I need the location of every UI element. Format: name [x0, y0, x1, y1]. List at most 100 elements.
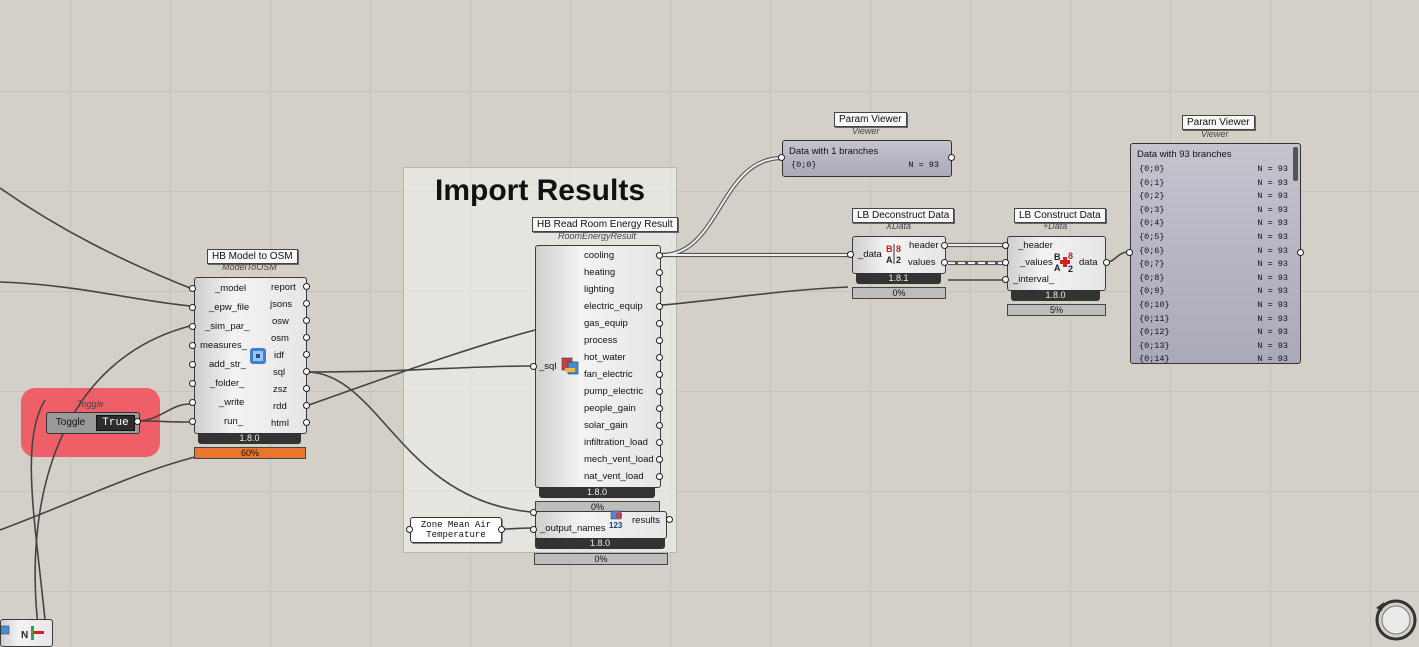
viewer-scrollbar[interactable] — [1293, 147, 1298, 181]
branch-path: {0;13} — [1139, 340, 1170, 351]
read-custom-result-component[interactable]: _output_names results 123 — [535, 510, 667, 539]
output-port[interactable] — [656, 422, 663, 429]
branch-count: N = 93 — [1257, 313, 1288, 324]
output-names-panel[interactable]: Zone Mean Air Temperature — [410, 517, 502, 543]
input-label: _folder_ — [210, 378, 245, 389]
output-port[interactable] — [303, 317, 310, 324]
output-port[interactable] — [656, 252, 663, 259]
input-port[interactable] — [847, 251, 854, 258]
output-label: people_gain — [584, 403, 636, 414]
input-port[interactable] — [189, 285, 196, 292]
output-port[interactable] — [656, 320, 663, 327]
version-label: 1.8.0 — [198, 433, 301, 444]
branch-count: N = 93 — [1257, 286, 1288, 297]
panel-output-port[interactable] — [498, 526, 505, 533]
output-port[interactable] — [656, 405, 663, 412]
output-port[interactable] — [303, 334, 310, 341]
output-port[interactable] — [656, 473, 663, 480]
boolean-toggle[interactable]: Toggle True — [46, 412, 140, 434]
viewer-row: {0;6}N = 93 — [1139, 246, 1288, 260]
input-port[interactable] — [189, 418, 196, 425]
wire — [501, 527, 532, 530]
panel-input-port[interactable] — [406, 526, 413, 533]
model-to-osm-component[interactable]: _model _epw_file _sim_par_ measures_ add… — [194, 277, 307, 434]
wire — [661, 155, 783, 258]
output-label: idf — [274, 350, 285, 361]
svg-text:A: A — [886, 255, 893, 265]
output-port[interactable] — [303, 385, 310, 392]
output-label: values — [908, 257, 936, 268]
output-port[interactable] — [303, 368, 310, 375]
output-port[interactable] — [941, 242, 948, 249]
param-viewer-1[interactable]: Data with 1 branches {0;0} N = 93 — [782, 140, 952, 177]
output-port[interactable] — [656, 388, 663, 395]
param-viewer-2[interactable]: Data with 93 branches {0;0}N = 93{0;1}N … — [1130, 143, 1301, 364]
input-port[interactable] — [1002, 259, 1009, 266]
viewer-row: {0;8}N = 93 — [1139, 273, 1288, 287]
svg-text:123: 123 — [609, 521, 623, 530]
input-port[interactable] — [189, 380, 196, 387]
svg-text:B: B — [886, 244, 893, 254]
viewer-input-port[interactable] — [778, 154, 785, 161]
version-label: 1.8.0 — [1011, 290, 1100, 301]
partial-component[interactable]: N — [0, 619, 53, 647]
input-port[interactable] — [189, 342, 196, 349]
viewer-output-port[interactable] — [948, 154, 955, 161]
input-port[interactable] — [189, 323, 196, 330]
construct-title: LB Construct Data — [1014, 208, 1106, 223]
output-port[interactable] — [666, 516, 673, 523]
canvas-navigation-icon[interactable] — [1372, 598, 1418, 642]
input-port[interactable] — [189, 361, 196, 368]
output-label: solar_gain — [584, 420, 628, 431]
viewer-input-port[interactable] — [1126, 249, 1133, 256]
viewer-header: Data with 1 branches — [789, 146, 879, 157]
branch-path: {0;10} — [1139, 300, 1170, 310]
viewer-row: {0;13}N = 93 — [1139, 341, 1288, 355]
branch-path: {0;12} — [1139, 327, 1170, 338]
branch-path: {0;0} — [791, 160, 817, 170]
output-port[interactable] — [656, 337, 663, 344]
output-port[interactable] — [303, 402, 310, 409]
output-port[interactable] — [656, 439, 663, 446]
param-viewer-title: Param Viewer — [1182, 115, 1255, 130]
output-port[interactable] — [1103, 259, 1110, 266]
input-port[interactable] — [189, 399, 196, 406]
viewer-output-port[interactable] — [1297, 249, 1304, 256]
output-port[interactable] — [656, 354, 663, 361]
version-label: 1.8.0 — [539, 487, 655, 498]
output-port[interactable] — [656, 269, 663, 276]
output-port[interactable] — [656, 371, 663, 378]
output-port[interactable] — [656, 303, 663, 310]
input-port[interactable] — [1002, 276, 1009, 283]
input-port[interactable] — [189, 304, 196, 311]
output-port[interactable] — [303, 300, 310, 307]
branch-count: N = 93 — [1257, 259, 1288, 270]
viewer-row: {0;3}N = 93 — [1139, 205, 1288, 219]
input-port[interactable] — [530, 509, 537, 516]
svg-text:B: B — [1054, 252, 1061, 262]
construct-data-icon: B 8 A 2 — [1054, 251, 1073, 274]
read-room-energy-component[interactable]: _sql — [535, 245, 661, 488]
input-port[interactable] — [530, 526, 537, 533]
branch-count: N = 93 — [1257, 164, 1288, 174]
output-port[interactable] — [941, 259, 948, 266]
output-port[interactable] — [656, 456, 663, 463]
output-port[interactable] — [303, 283, 310, 290]
toggle-value-button[interactable]: True — [96, 415, 135, 431]
output-label: report — [271, 282, 296, 293]
progress-bar: 5% — [1007, 304, 1106, 316]
toggle-output-port[interactable] — [134, 418, 141, 425]
branch-count: N = 93 — [1257, 177, 1288, 188]
output-port[interactable] — [303, 351, 310, 358]
input-port[interactable] — [530, 363, 537, 370]
output-port[interactable] — [303, 419, 310, 426]
output-label: infiltration_load — [584, 437, 648, 448]
branch-count: N = 93 — [1257, 245, 1288, 256]
input-label: _header — [1018, 240, 1053, 251]
branch-count: N = 93 — [1257, 300, 1288, 310]
input-port[interactable] — [1002, 242, 1009, 249]
output-port[interactable] — [656, 286, 663, 293]
construct-data-component[interactable]: _header _values _interval_ data B 8 A 2 — [1007, 236, 1106, 291]
wire — [661, 286, 849, 306]
deconstruct-data-component[interactable]: _data header values B A 8 2 — [852, 236, 946, 274]
